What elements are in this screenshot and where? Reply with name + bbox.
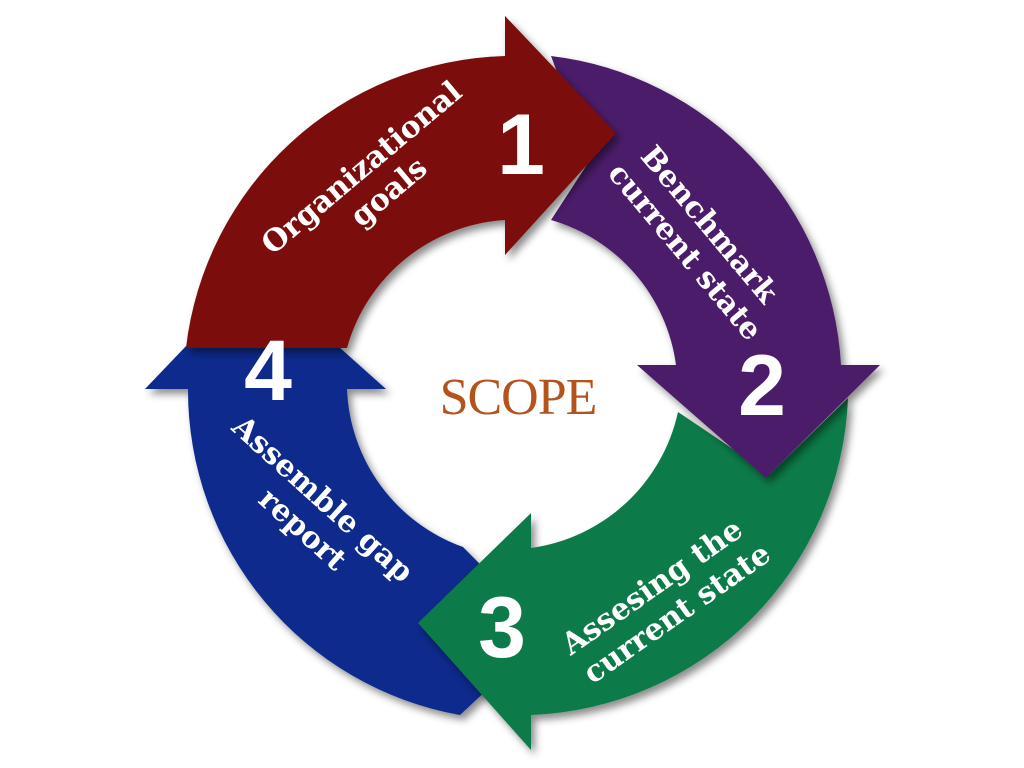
segment-4-number: 4 xyxy=(244,323,292,419)
segment-2-number: 2 xyxy=(738,338,786,434)
segment-3-number: 3 xyxy=(478,580,526,676)
segment-3-arrow xyxy=(418,398,848,750)
segment-2-arrow xyxy=(551,56,880,478)
center-title: SCOPE xyxy=(440,369,597,426)
segment-1-arrow xyxy=(186,16,616,348)
segment-1-number: 1 xyxy=(497,97,545,193)
